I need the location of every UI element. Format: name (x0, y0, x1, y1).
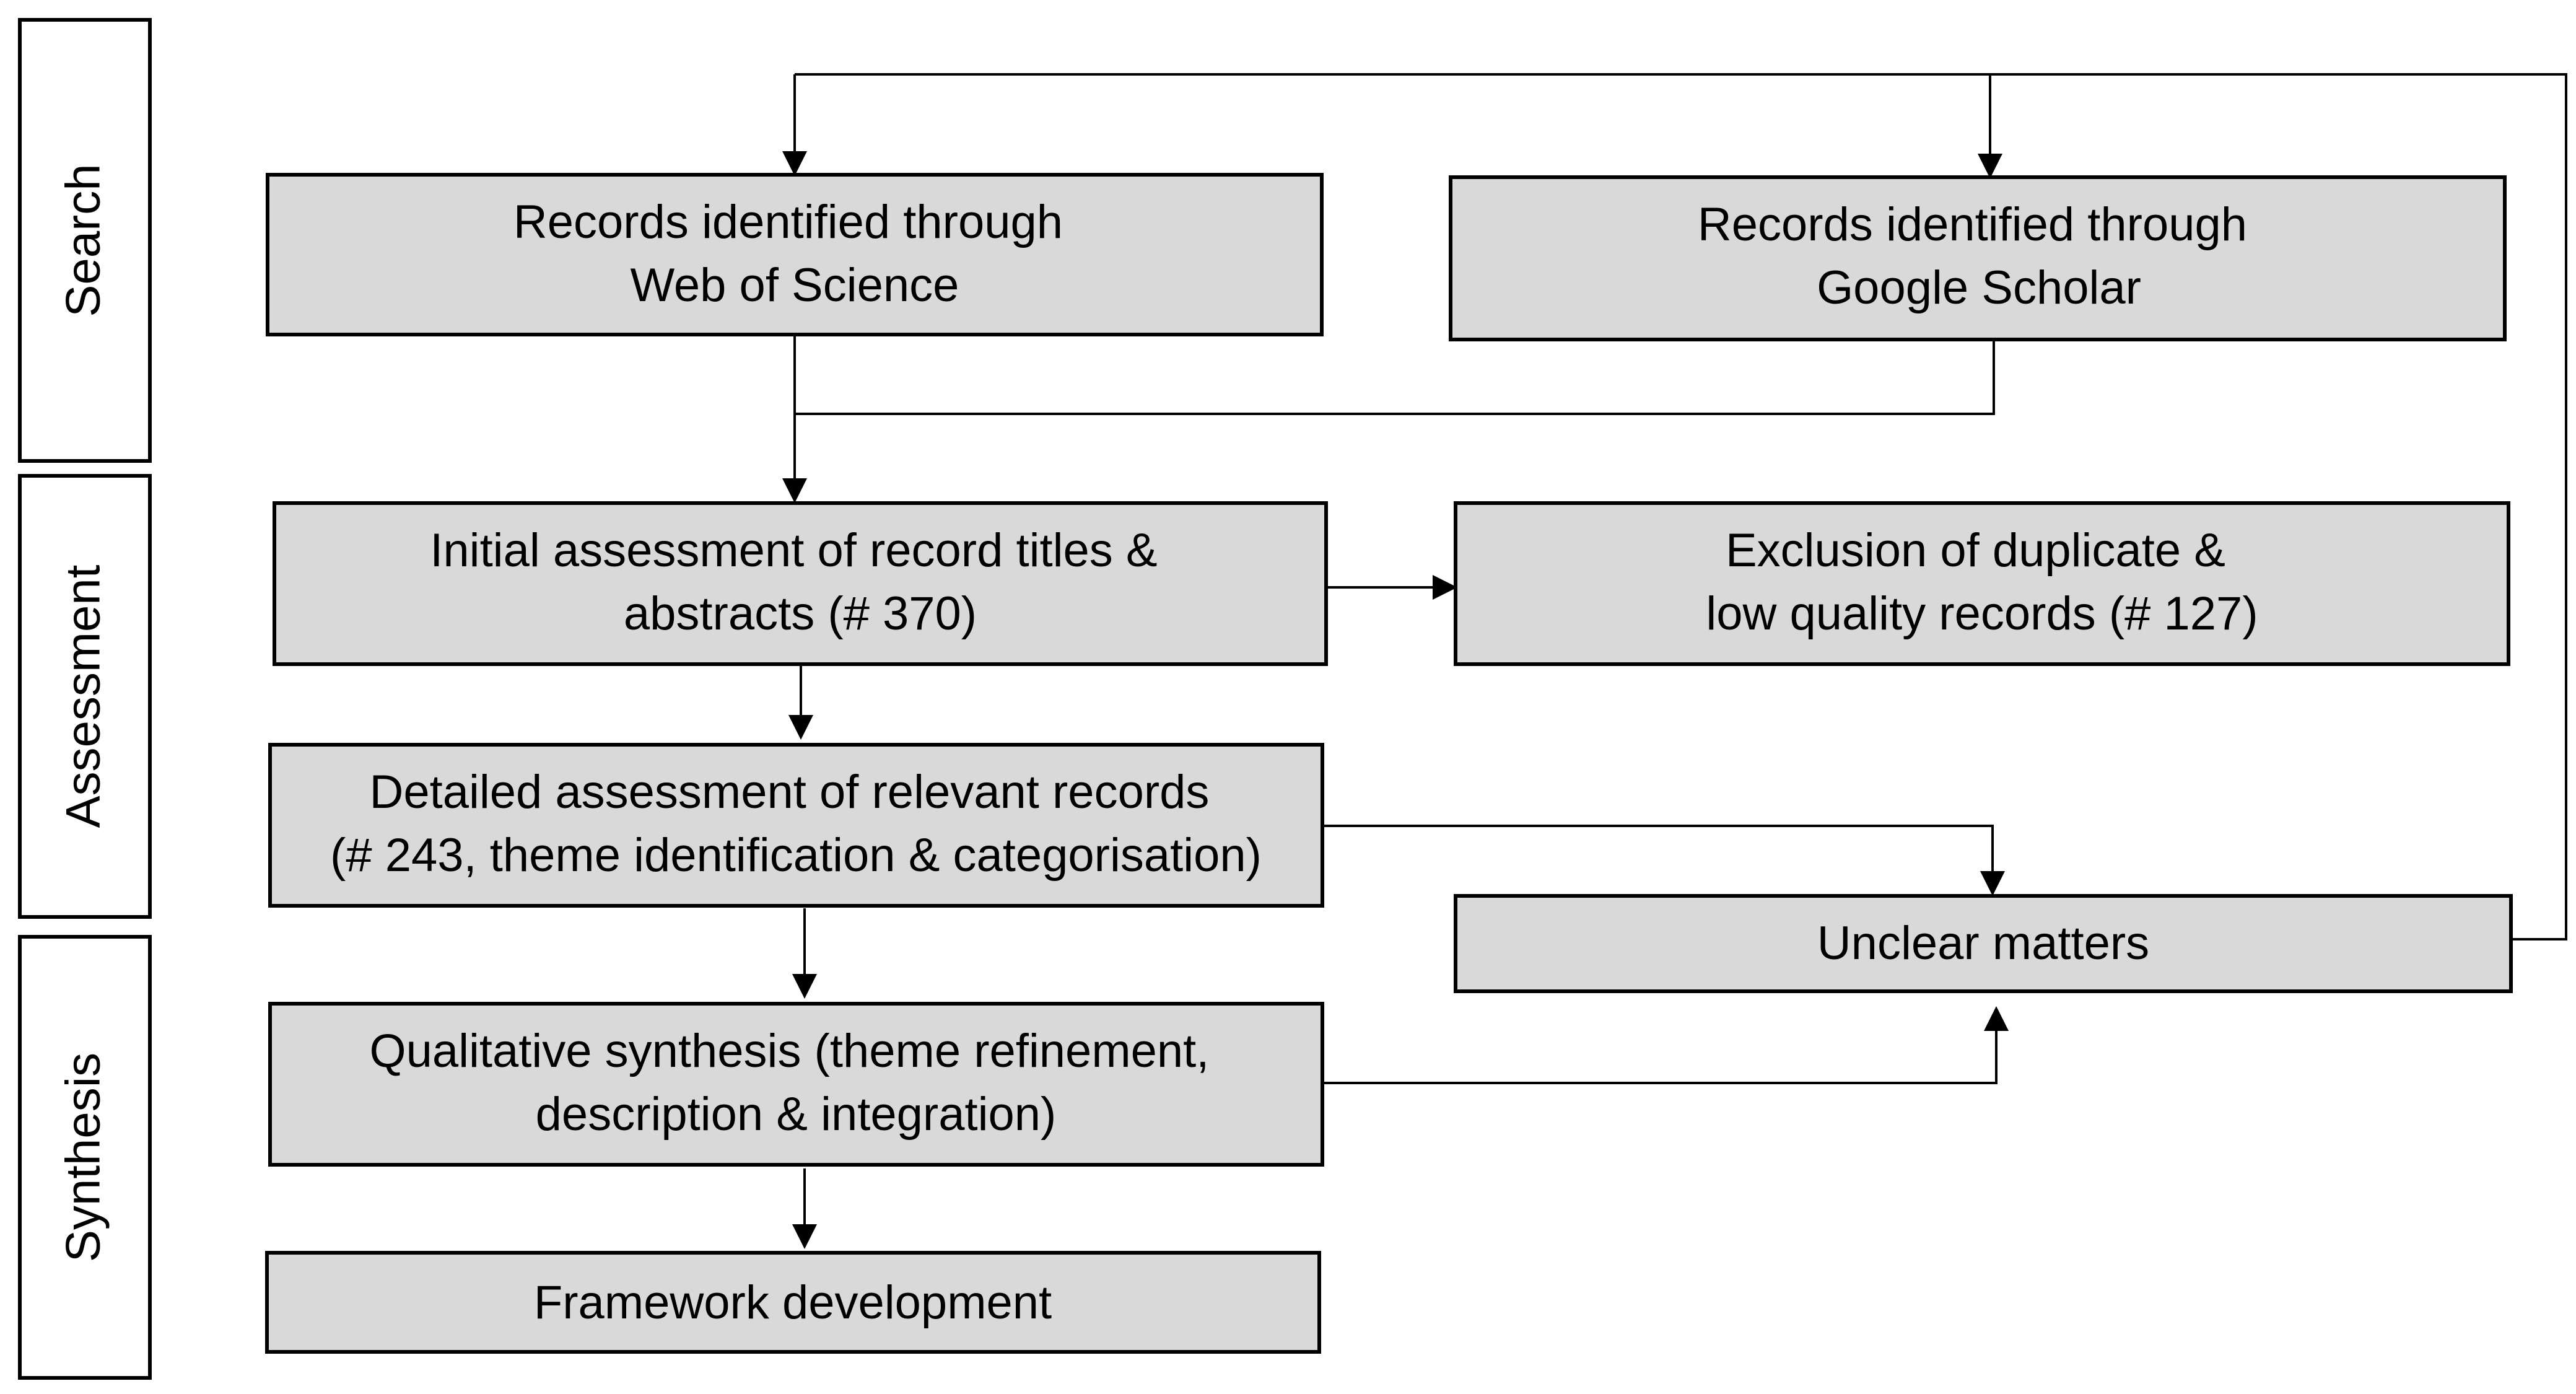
box-exclusion-line-1: Exclusion of duplicate & (1726, 524, 2225, 577)
box-detailed-assessment: Detailed assessment of relevant records … (268, 743, 1324, 908)
box-google-scholar-line-2: Google Scholar (1817, 261, 2141, 314)
svg-text:Detailed assessment of relevan: Detailed assessment of relevant records … (330, 766, 1262, 882)
box-initial-assessment: Initial assessment of record titles & ab… (273, 501, 1328, 666)
box-qualitative-synthesis-line-1: Qualitative synthesis (theme refinement, (369, 1025, 1209, 1077)
box-detailed-assessment-line-2: (# 243, theme identification & categoris… (330, 829, 1262, 882)
svg-text:Framework development: Framework development (534, 1276, 1052, 1329)
connectors (782, 73, 2567, 1249)
arrow-qualitative-to-unclear (1322, 1006, 2009, 1084)
stage-search-label: Search (56, 164, 110, 317)
stage-assessment-label: Assessment (56, 564, 110, 828)
svg-text:Unclear matters: Unclear matters (1817, 917, 2149, 970)
svg-text:Records identified through: Records identified through Web of Scienc… (513, 196, 1076, 312)
box-web-of-science: Records identified through Web of Scienc… (266, 173, 1324, 336)
box-exclusion-line-2: low quality records (# 127) (1706, 587, 2258, 640)
box-framework-development: Framework development (265, 1251, 1321, 1354)
box-qualitative-synthesis-line-2: description & integration) (536, 1088, 1057, 1141)
box-exclusion: Exclusion of duplicate & low quality rec… (1454, 501, 2510, 666)
arrow-detailed-to-unclear (1322, 825, 2005, 896)
box-google-scholar-line-1: Records identified through (1698, 198, 2247, 251)
svg-text:Qualitative synthesis (theme r: Qualitative synthesis (theme refinement,… (369, 1025, 1222, 1141)
box-initial-assessment-line-2: abstracts (# 370) (624, 587, 977, 640)
google-scholar-merge-line (795, 340, 1995, 415)
svg-text:Exclusion of duplicate &: Exclusion of duplicate & low quality rec… (1706, 524, 2258, 640)
feedback-loop-line (795, 73, 2567, 940)
box-detailed-assessment-line-1: Detailed assessment of relevant records (369, 766, 1209, 818)
svg-text:Initial assessment of record t: Initial assessment of record titles & ab… (430, 524, 1170, 640)
box-web-of-science-line-2: Web of Science (631, 259, 959, 312)
box-initial-assessment-line-1: Initial assessment of record titles & (430, 524, 1157, 577)
stage-synthesis-label: Synthesis (56, 1053, 110, 1262)
stage-search: Search (18, 18, 152, 463)
box-framework-development-line-1: Framework development (534, 1276, 1052, 1329)
box-web-of-science-line-1: Records identified through (513, 196, 1063, 248)
box-unclear-matters-line-1: Unclear matters (1817, 917, 2149, 970)
svg-text:Records identified through: Records identified through Google Schola… (1698, 198, 2260, 314)
box-google-scholar: Records identified through Google Schola… (1449, 175, 2507, 341)
stage-assessment: Assessment (18, 474, 152, 919)
stage-synthesis: Synthesis (18, 935, 152, 1380)
box-qualitative-synthesis: Qualitative synthesis (theme refinement,… (268, 1002, 1324, 1167)
box-unclear-matters: Unclear matters (1454, 894, 2513, 993)
